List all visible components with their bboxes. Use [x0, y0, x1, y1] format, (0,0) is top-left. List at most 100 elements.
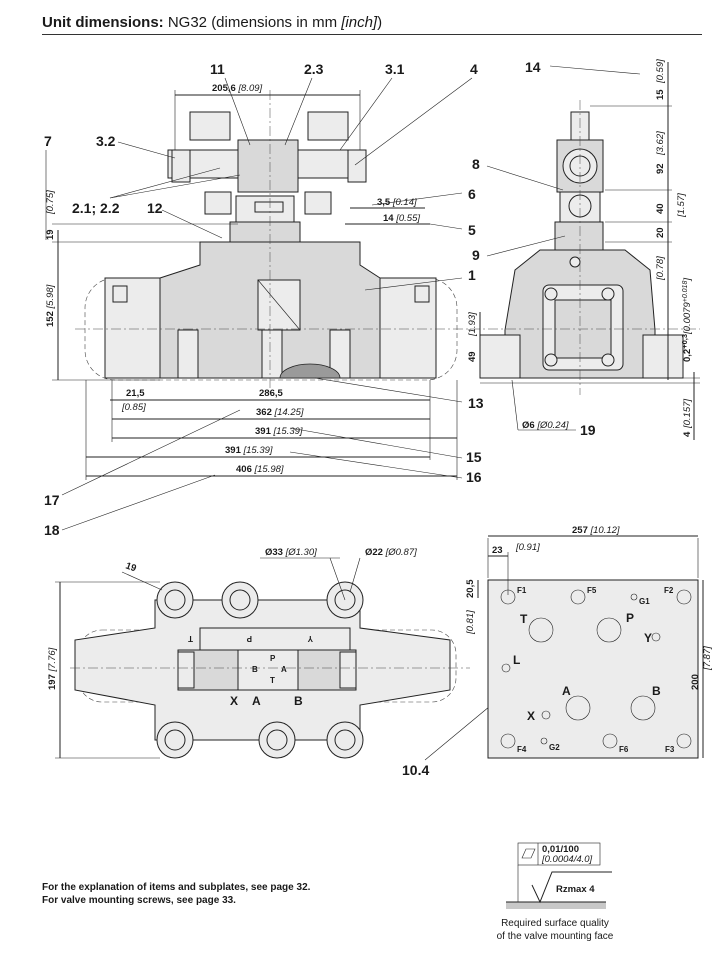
- dim-14-value: 14: [383, 213, 394, 224]
- leader-31: [339, 77, 393, 151]
- sp-port-p: P: [626, 611, 634, 625]
- dim-tol-inch-close: ]: [682, 278, 693, 282]
- top-port-t: T: [188, 634, 193, 643]
- side-bolt-tl: [544, 287, 558, 301]
- pilot-fitting-right: [304, 191, 332, 215]
- side-bolt-tr: [601, 287, 615, 301]
- hole-g2: [540, 737, 548, 745]
- leader-12: [161, 209, 223, 239]
- leader-8: [486, 165, 564, 191]
- top-flange-bc-inner: [266, 729, 288, 751]
- leader-23: [284, 77, 313, 146]
- port-x-circle: [541, 710, 551, 720]
- heading-unit: [inch]: [341, 14, 378, 31]
- leader-14: [549, 65, 641, 75]
- dim-33-leader: [329, 557, 346, 601]
- top-pilot-center: [237, 649, 299, 691]
- dim-20-label: 20: [655, 227, 666, 238]
- dim-391b-value: 391: [225, 445, 242, 456]
- sp-hole-f4: F4: [517, 745, 527, 754]
- footnotes: For the explanation of items and subplat…: [42, 881, 310, 907]
- hole-f3: [676, 733, 692, 749]
- pilot-left-nut: [171, 149, 191, 183]
- dim-22-value: Ø22: [365, 547, 383, 558]
- dim-92-inch: [3.62]: [655, 131, 666, 156]
- dim-06-inch: [Ø0.24]: [536, 420, 569, 431]
- sp-hole-f2: F2: [664, 586, 674, 595]
- item-17: 17: [44, 492, 60, 508]
- item-15: 15: [466, 449, 482, 465]
- pilot-label-plate: [254, 201, 284, 213]
- dim-22-label: Ø22 [Ø0.87]: [365, 547, 417, 558]
- top-flange-br-inner: [334, 729, 356, 751]
- top-port-a: A: [252, 694, 261, 708]
- side-bolt-br: [601, 353, 615, 367]
- surface-caption-2: of the valve mounting face: [496, 931, 614, 942]
- dim-06-value: Ø6: [522, 420, 535, 431]
- top-flange-bl-inner: [164, 729, 186, 751]
- dim-091-inch: [0.91]: [515, 542, 540, 553]
- dim-362-value: 362: [256, 407, 272, 418]
- body-window-diag: [257, 279, 301, 331]
- surface-quality-symbol: 0,01/100 [0.0004/4.0] Rzmax 4: [506, 842, 612, 909]
- dim-35-value: 3,5: [377, 197, 391, 208]
- leader-5: [429, 223, 463, 230]
- sp-hole-f1: F1: [517, 586, 527, 595]
- sp-port-l: L: [513, 653, 520, 667]
- side-left-foot: [479, 334, 521, 379]
- front-view: 205,6 [8.09] 152 [5.98] 19 [0.75] 286,5 …: [44, 61, 484, 538]
- leader-21b: [109, 174, 241, 199]
- flatness-inch: [0.0004/4.0]: [541, 854, 593, 865]
- flatness-value: 0,01/100: [542, 844, 579, 855]
- top-center-p: P: [270, 654, 276, 663]
- body-rib-2: [261, 329, 283, 379]
- item-10-4: 10.4: [402, 762, 429, 778]
- sp-port-y: Y: [644, 631, 652, 645]
- item-4: 4: [470, 61, 478, 77]
- item-6: 6: [468, 186, 476, 202]
- top-port-strip: [199, 627, 351, 651]
- pilot-fitting-left: [204, 191, 232, 215]
- top-port-p: P: [246, 634, 252, 643]
- port-p-circle: [596, 617, 622, 643]
- dim-21-label: 21,5: [126, 388, 145, 399]
- dim-078-inch: [0.78]: [655, 256, 666, 281]
- hole-f5: [570, 589, 586, 605]
- heading-bold: Unit dimensions:: [42, 14, 164, 31]
- dim-22-leader: [349, 557, 361, 593]
- dim-787-inch: [7.87]: [702, 646, 713, 671]
- dim-49-label: 49: [467, 351, 478, 362]
- dim-406-inch: [15.98]: [254, 464, 284, 475]
- dim-40-inch: [1.57]: [676, 193, 687, 218]
- hole-f1: [500, 589, 516, 605]
- port-t-circle: [528, 617, 554, 643]
- top-center-t: T: [270, 676, 275, 685]
- pressure-port-13: [279, 363, 341, 379]
- leader-32: [117, 141, 176, 159]
- port-a-circle: [565, 695, 591, 721]
- left-solenoid-cap: [112, 285, 128, 303]
- item-7: 7: [44, 133, 52, 149]
- dim-193-inch: [1.93]: [467, 312, 478, 337]
- top-flange-tc-inner: [229, 589, 251, 611]
- item-12: 12: [147, 200, 163, 216]
- pilot-main: [237, 139, 299, 193]
- dim-tol-inch: [0.0079: [682, 302, 693, 335]
- dim-06-label: Ø6 [Ø0.24]: [522, 420, 569, 431]
- dim-21-inch: [0.85]: [121, 402, 146, 413]
- dim-257-label: 257 [10.12]: [572, 525, 620, 536]
- page-heading: Unit dimensions: NG32 (dimensions in mm …: [42, 14, 382, 31]
- dim-23-label: 23: [492, 545, 503, 556]
- dim-075-label: [0.75]: [45, 190, 56, 215]
- leader-4: [354, 77, 473, 166]
- note-line-1: For the explanation of items and subplat…: [42, 882, 311, 893]
- dim-33-inch: [Ø1.30]: [285, 547, 318, 558]
- leader-15: [289, 427, 463, 459]
- hole-f2: [676, 589, 692, 605]
- leader-13: [314, 377, 463, 403]
- hole-f6: [602, 733, 618, 749]
- dim-197-inch: [7.76]: [47, 647, 58, 672]
- dim-257-value: 257: [572, 525, 588, 536]
- pilot-left-connector: [189, 111, 231, 141]
